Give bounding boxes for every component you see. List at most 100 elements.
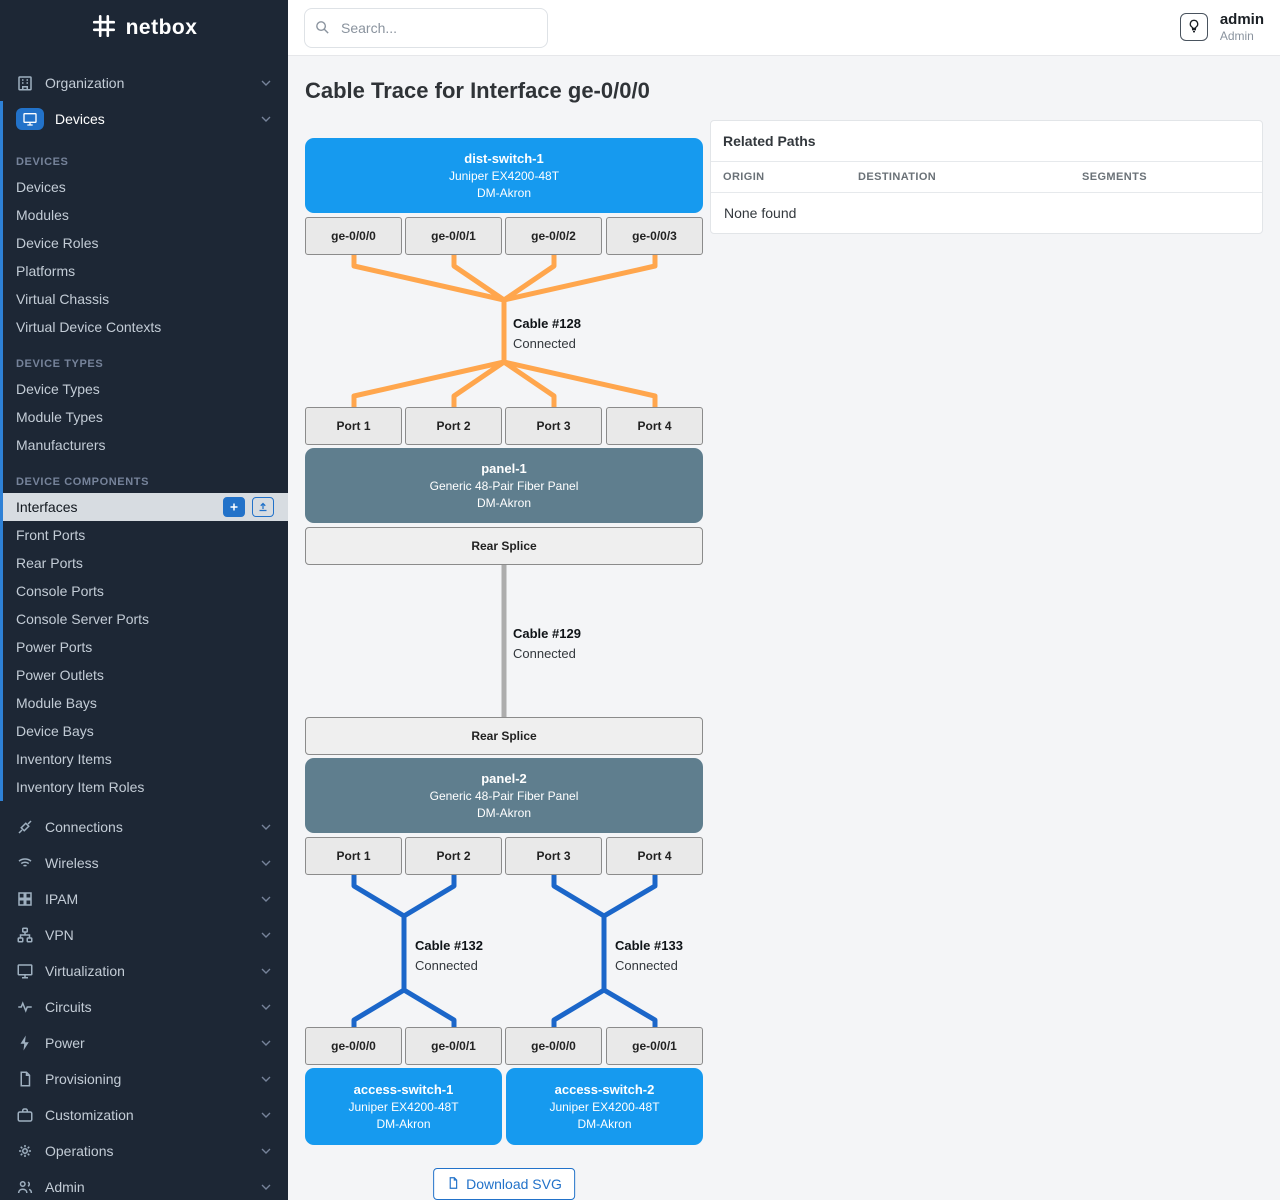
sidebar-item-modules[interactable]: Modules bbox=[16, 207, 69, 223]
device-node-access-switch-1[interactable]: access-switch-1 Juniper EX4200-48T DM-Ak… bbox=[305, 1068, 502, 1145]
nav-label: Organization bbox=[45, 75, 125, 91]
nav-label: Customization bbox=[45, 1107, 134, 1123]
section-title-device-types: DEVICE TYPES bbox=[16, 358, 104, 370]
nav-label: Circuits bbox=[45, 999, 92, 1015]
device-node-access-switch-2[interactable]: access-switch-2 Juniper EX4200-48T DM-Ak… bbox=[506, 1068, 703, 1145]
sidebar-item-console-ports[interactable]: Console Ports bbox=[16, 583, 104, 599]
sidebar-item-devices-list[interactable]: Devices bbox=[16, 179, 66, 195]
import-interfaces-button[interactable] bbox=[252, 497, 274, 517]
sidebar-item-power-outlets[interactable]: Power Outlets bbox=[16, 667, 104, 683]
front-port[interactable]: Port 3 bbox=[505, 837, 602, 875]
related-paths-card: Related Paths ORIGIN DESTINATION SEGMENT… bbox=[710, 120, 1263, 234]
section-title-device-components: DEVICE COMPONENTS bbox=[16, 476, 150, 488]
interface-port[interactable]: ge-0/0/2 bbox=[505, 217, 602, 255]
sidebar-item-virtual-device-contexts[interactable]: Virtual Device Contexts bbox=[16, 319, 162, 335]
lightbulb-icon bbox=[1186, 18, 1202, 37]
interface-port[interactable]: ge-0/0/0 bbox=[305, 217, 402, 255]
front-port[interactable]: Port 1 bbox=[305, 837, 402, 875]
interface-port[interactable]: ge-0/0/0 bbox=[505, 1027, 602, 1065]
device-node-panel-1[interactable]: panel-1 Generic 48-Pair Fiber Panel DM-A… bbox=[305, 448, 703, 523]
nav-label: Provisioning bbox=[45, 1071, 122, 1087]
sidebar-item-device-roles[interactable]: Device Roles bbox=[16, 235, 99, 251]
sidebar-item-module-types[interactable]: Module Types bbox=[16, 409, 103, 425]
sidebar-item-inventory-item-roles[interactable]: Inventory Item Roles bbox=[16, 779, 145, 795]
sidebar-item-platforms[interactable]: Platforms bbox=[16, 263, 76, 279]
cable-133-line bbox=[551, 875, 607, 1027]
sidebar-item-virtualization[interactable]: Virtualization bbox=[0, 953, 288, 989]
cable-133-line bbox=[601, 875, 658, 1027]
sidebar-item-manufacturers[interactable]: Manufacturers bbox=[16, 437, 106, 453]
user-role: Admin bbox=[1219, 29, 1254, 44]
download-svg-button[interactable]: Download SVG bbox=[433, 1168, 575, 1200]
related-paths-title: Related Paths bbox=[711, 121, 1262, 162]
cable-133-label: Cable #133 Connected bbox=[615, 936, 683, 976]
search-input[interactable] bbox=[304, 7, 548, 48]
cable-128-line bbox=[451, 255, 507, 407]
sidebar-item-inventory-items[interactable]: Inventory Items bbox=[16, 751, 112, 767]
chevron-down-icon bbox=[258, 1143, 274, 1159]
sidebar-item-virtual-chassis[interactable]: Virtual Chassis bbox=[16, 291, 110, 307]
sidebar-item-vpn[interactable]: VPN bbox=[0, 917, 288, 953]
sidebar-item-devices[interactable]: Devices bbox=[0, 101, 288, 137]
sidebar-item-device-bays[interactable]: Device Bays bbox=[16, 723, 94, 739]
interface-port[interactable]: ge-0/0/1 bbox=[405, 217, 502, 255]
front-port[interactable]: Port 2 bbox=[405, 407, 502, 445]
briefcase-icon bbox=[16, 1106, 34, 1124]
device-node-panel-2[interactable]: panel-2 Generic 48-Pair Fiber Panel DM-A… bbox=[305, 758, 703, 833]
chevron-down-icon bbox=[258, 111, 274, 127]
theme-toggle-button[interactable] bbox=[1179, 13, 1208, 42]
sidebar-item-organization[interactable]: Organization bbox=[0, 65, 288, 101]
sidebar: netbox Organization Devices DEVICES Devi… bbox=[0, 0, 288, 1200]
section-title-devices: DEVICES bbox=[16, 156, 69, 168]
sidebar-item-wireless[interactable]: Wireless bbox=[0, 845, 288, 881]
device-node-dist-switch-1[interactable]: dist-switch-1 Juniper EX4200-48T DM-Akro… bbox=[305, 138, 703, 213]
sidebar-item-operations[interactable]: Operations bbox=[0, 1133, 288, 1169]
sidebar-item-customization[interactable]: Customization bbox=[0, 1097, 288, 1133]
file-icon bbox=[446, 1176, 460, 1193]
sidebar-item-front-ports[interactable]: Front Ports bbox=[16, 527, 86, 543]
download-svg-label: Download SVG bbox=[466, 1176, 562, 1192]
sidebar-item-circuits[interactable]: Circuits bbox=[0, 989, 288, 1025]
rear-port[interactable]: Rear Splice bbox=[305, 527, 703, 565]
sidebar-item-admin[interactable]: Admin bbox=[0, 1169, 288, 1200]
user-menu[interactable]: admin Admin bbox=[1220, 11, 1264, 43]
front-port[interactable]: Port 4 bbox=[606, 837, 703, 875]
nav-label: Devices bbox=[55, 111, 105, 127]
lightning-bolt-icon bbox=[16, 1034, 34, 1052]
sidebar-item-power[interactable]: Power bbox=[0, 1025, 288, 1061]
front-port[interactable]: Port 3 bbox=[505, 407, 602, 445]
front-port[interactable]: Port 4 bbox=[606, 407, 703, 445]
sidebar-item-console-server-ports[interactable]: Console Server Ports bbox=[16, 611, 150, 627]
rear-port[interactable]: Rear Splice bbox=[305, 717, 703, 755]
sidebar-item-device-types[interactable]: Device Types bbox=[16, 381, 100, 397]
netbox-logo[interactable]: netbox bbox=[0, 0, 288, 56]
column-destination: DESTINATION bbox=[858, 171, 937, 183]
sidebar-item-provisioning[interactable]: Provisioning bbox=[0, 1061, 288, 1097]
sidebar-item-module-bays[interactable]: Module Bays bbox=[16, 695, 97, 711]
cable-status: Connected bbox=[513, 646, 576, 661]
cable-lines bbox=[351, 255, 658, 1027]
device-site: DM-Akron bbox=[476, 496, 531, 510]
device-model: Juniper EX4200-48T bbox=[448, 169, 560, 183]
page-title: Cable Trace for Interface ge-0/0/0 bbox=[305, 78, 650, 103]
front-port[interactable]: Port 2 bbox=[405, 837, 502, 875]
front-port[interactable]: Port 1 bbox=[305, 407, 402, 445]
interface-port[interactable]: ge-0/0/3 bbox=[606, 217, 703, 255]
sidebar-item-connections[interactable]: Connections bbox=[0, 809, 288, 845]
cable-status: Connected bbox=[513, 336, 576, 351]
building-icon bbox=[16, 74, 34, 92]
device-model: Juniper EX4200-48T bbox=[549, 1100, 660, 1114]
interface-port[interactable]: ge-0/0/0 bbox=[305, 1027, 402, 1065]
chevron-down-icon bbox=[258, 963, 274, 979]
sidebar-item-rear-ports[interactable]: Rear Ports bbox=[16, 555, 83, 571]
sidebar-item-ipam[interactable]: IPAM bbox=[0, 881, 288, 917]
cable-name: Cable #133 bbox=[615, 938, 683, 953]
interface-port[interactable]: ge-0/0/1 bbox=[405, 1027, 502, 1065]
pulse-icon bbox=[16, 998, 34, 1016]
sidebar-item-interfaces[interactable]: Interfaces bbox=[0, 493, 288, 521]
sidebar-item-power-ports[interactable]: Power Ports bbox=[16, 639, 93, 655]
interface-port[interactable]: ge-0/0/1 bbox=[606, 1027, 703, 1065]
add-interface-button[interactable] bbox=[223, 497, 245, 517]
cable-name: Cable #132 bbox=[415, 938, 483, 953]
gear-icon bbox=[16, 1142, 34, 1160]
